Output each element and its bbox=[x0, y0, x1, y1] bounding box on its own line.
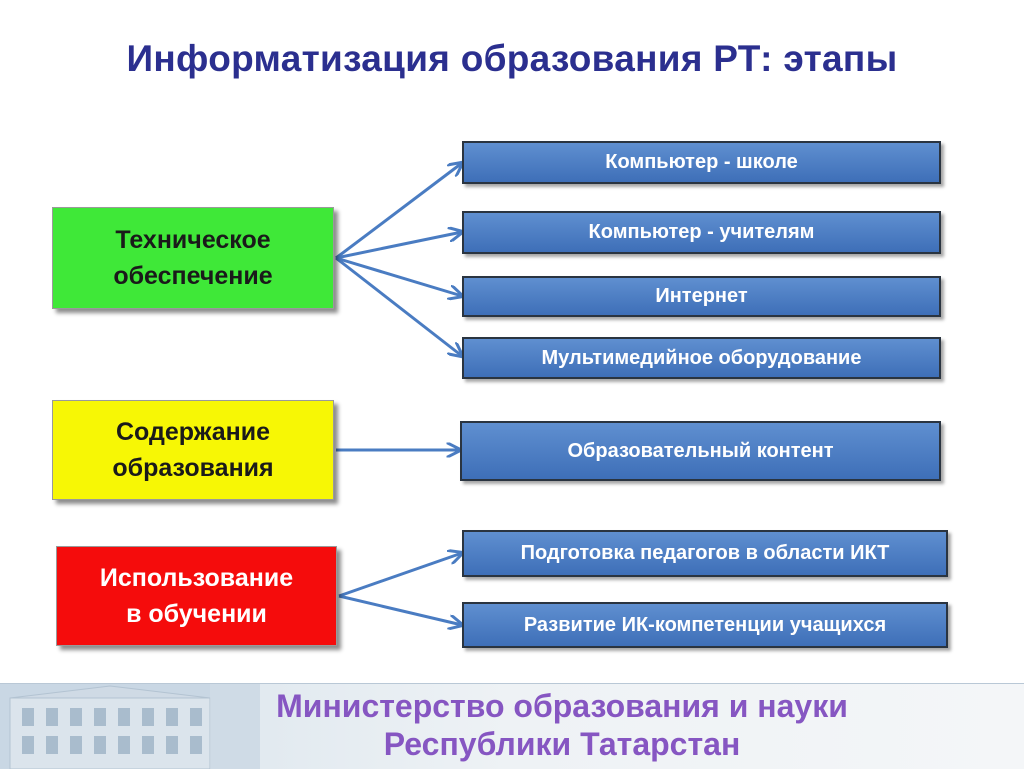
footer-ministry-line1: Министерство образования и науки bbox=[276, 688, 848, 724]
stage-usage-box: Использование в обучении bbox=[56, 546, 337, 646]
stage-usage-line2: в обучении bbox=[126, 600, 267, 628]
stage-tech-line1: Техническое bbox=[115, 226, 271, 254]
item-internet: Интернет bbox=[462, 276, 941, 317]
arrow-tech-2 bbox=[335, 232, 462, 260]
connector-arrows bbox=[335, 0, 1024, 683]
footer-ministry-line2: Республики Татарстан bbox=[383, 726, 741, 762]
stage-content-line2: образования bbox=[112, 454, 274, 482]
stage-tech-line2: обеспечение bbox=[113, 262, 273, 290]
item-computer-school: Компьютер - школе bbox=[462, 141, 941, 184]
item-edu-content: Образовательный контент bbox=[460, 421, 941, 481]
arrow-tech-1 bbox=[335, 163, 462, 260]
arrow-tech-4 bbox=[335, 256, 462, 356]
footer-banner: Министерство образования и науки Республ… bbox=[0, 683, 1024, 769]
arrow-usage-2 bbox=[338, 594, 462, 625]
stage-tech-box: Техническое обеспечение bbox=[52, 207, 334, 309]
arrow-usage-1 bbox=[338, 553, 462, 598]
stage-content-line1: Содержание bbox=[115, 418, 271, 446]
item-student-competence: Развитие ИК-компетенции учащихся bbox=[462, 602, 948, 648]
page-title: Информатизация образования РТ: этапы bbox=[126, 38, 898, 79]
stage-usage-line1: Использование bbox=[99, 564, 294, 592]
item-multimedia: Мультимедийное оборудование bbox=[462, 337, 941, 379]
arrow-tech-3 bbox=[335, 256, 462, 296]
stage-content-box: Содержание образования bbox=[52, 400, 334, 500]
item-computer-teachers: Компьютер - учителям bbox=[462, 211, 941, 254]
building-illustration bbox=[0, 684, 260, 769]
item-teacher-training: Подготовка педагогов в области ИКТ bbox=[462, 530, 948, 577]
